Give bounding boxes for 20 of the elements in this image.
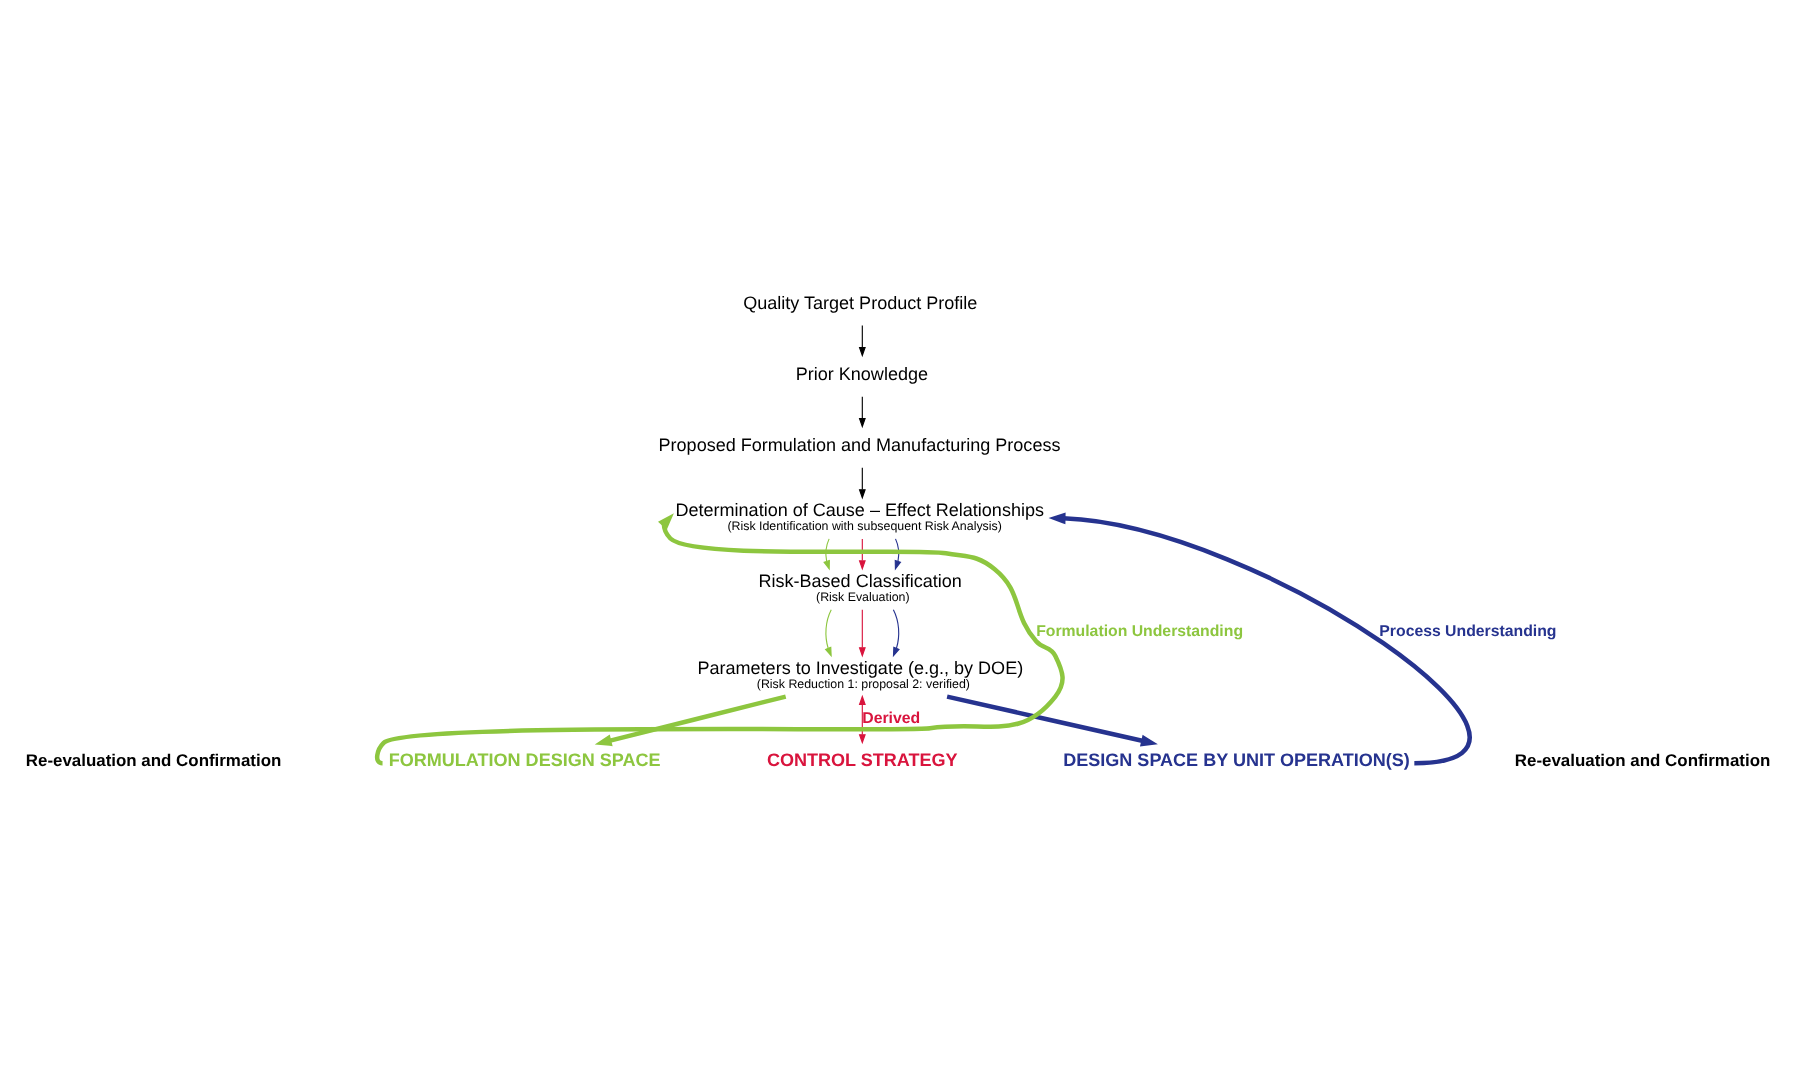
arrow [1048, 511, 1471, 765]
arrow [824, 608, 832, 657]
arrow [858, 608, 866, 657]
arrow [858, 466, 866, 499]
arrow [892, 608, 900, 657]
arrow [946, 693, 1158, 746]
arrow [858, 395, 866, 428]
node-text: DESIGN SPACE BY UNIT OPERATION(S) [1063, 749, 1410, 770]
arrow [823, 537, 830, 570]
node-text: FORMULATION DESIGN SPACE [388, 749, 661, 770]
arrow [858, 693, 866, 744]
node-text: Proposed Formulation and Manufacturing Process [658, 434, 1061, 455]
arrow [858, 323, 866, 357]
node-text: CONTROL STRATEGY [766, 749, 958, 770]
arrow [375, 512, 1065, 764]
label: Re-evaluation and Confirmation [1514, 748, 1771, 769]
label: Re-evaluation and Confirmation [25, 748, 282, 769]
arrow [594, 693, 787, 746]
node-text: Prior Knowledge [795, 363, 929, 384]
node-text: Quality Target Product Profile [743, 292, 978, 313]
